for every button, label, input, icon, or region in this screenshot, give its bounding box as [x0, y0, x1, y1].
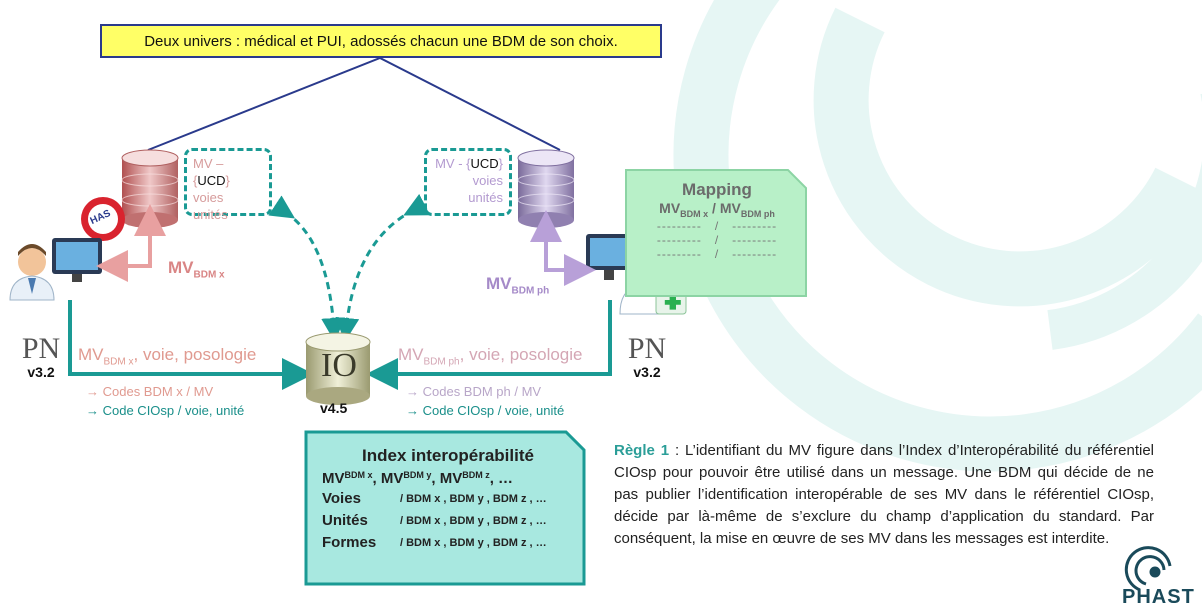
rule-text: : L’identifiant du MV figure dans l’Inde…	[614, 442, 1154, 547]
right-flow-rest: , voie, posologie	[459, 345, 583, 364]
left-box-unites: unités	[193, 207, 228, 222]
right-mv-main: MV	[486, 274, 512, 293]
left-flow-sub: BDM x	[103, 356, 134, 368]
index-row-label: Unités	[322, 512, 368, 529]
dashed-arrow-right-box-to-cio	[335, 193, 431, 342]
mapping-h-sep: /	[708, 200, 720, 216]
arrow-db-to-pharmacist	[544, 230, 596, 286]
title-banner: Deux univers : médical et PUI, adossés c…	[100, 24, 662, 58]
phast-logo-icon	[1124, 546, 1172, 592]
cio-database-icon	[305, 332, 371, 405]
index-row-value: / BDM x , BDM y , BDM z , …	[400, 493, 547, 505]
right-box-unites: unités	[468, 190, 503, 205]
mapping-row: --------- / ---------	[656, 218, 778, 233]
rule-paragraph: Règle 1 : L’identifiant du MV figure dan…	[614, 440, 1154, 550]
right-flow-line2: → Code CIOsp / voie, unité	[406, 403, 565, 418]
index-row: Unités / BDM x , BDM y , BDM z , …	[322, 512, 574, 531]
mapping-row: --------- / ---------	[656, 232, 778, 247]
pn-logo-left: PN v3.2	[16, 332, 66, 381]
right-box-voies: voies	[472, 173, 503, 188]
right-flow-message: MVBDM ph, voie, posologie	[398, 345, 583, 367]
flow-arrow-right	[366, 300, 612, 390]
mapping-h-main2: MV	[719, 200, 741, 216]
left-box-ucd: UCD	[197, 173, 226, 188]
mapping-h-sub1: BDM x	[680, 208, 709, 219]
mapping-content: Mapping MVBDM x / MVBDM ph --------- / -…	[632, 180, 802, 261]
index-mv-m1: MV	[322, 470, 345, 487]
mapping-h-main1: MV	[659, 200, 681, 216]
right-scope-box: MV - {UCD} voies unités	[424, 148, 512, 216]
right-flow-main: MV	[398, 345, 424, 364]
phast-logo-text: PHAST	[1122, 586, 1195, 608]
flow-arrow-left	[68, 300, 314, 390]
right-mv-label: MVBDM ph	[486, 274, 549, 296]
pn-version-right: v3.2	[633, 364, 661, 380]
index-mv-m4: , …	[489, 470, 514, 487]
index-card	[304, 430, 586, 586]
background-spiral	[673, 0, 1202, 472]
title-connector	[147, 56, 561, 151]
pn-version-left: v3.2	[27, 364, 55, 380]
left-flow-rest: , voie, posologie	[133, 345, 257, 364]
mapping-card	[625, 169, 807, 297]
index-mv-s3: BDM z	[462, 470, 490, 480]
index-mv-m3: , MV	[431, 470, 463, 487]
left-box-suffix: }	[225, 173, 230, 188]
index-title: Index interopérabilité	[362, 446, 534, 465]
right-box-prefix: MV - {	[435, 156, 471, 171]
index-mv-s1: BDM x	[344, 470, 373, 480]
left-mv-main: MV	[168, 258, 194, 277]
index-row: Voies / BDM x , BDM y , BDM z , …	[322, 490, 574, 509]
index-row-value: / BDM x , BDM y , BDM z , …	[400, 537, 547, 549]
right-flow-line1: → Codes BDM ph / MV	[406, 384, 542, 399]
pn-logo-right-text: PN	[627, 332, 667, 365]
mapping-row: --------- / ---------	[656, 246, 778, 261]
arrow-db-to-doctor	[96, 228, 152, 282]
mapping-h-sub2: BDM ph	[740, 208, 775, 219]
right-mv-sub: BDM ph	[511, 285, 550, 297]
right-box-ucd: UCD	[470, 156, 499, 171]
left-flow-main: MV	[78, 345, 104, 364]
left-flow-message: MVBDM x, voie, posologie	[78, 345, 256, 367]
index-row-label: Voies	[322, 490, 361, 507]
index-row-value: / BDM x , BDM y , BDM z , …	[400, 515, 547, 527]
left-box-prefix: MV – {	[193, 156, 224, 188]
dashed-arrow-left-box-to-cio	[268, 195, 346, 342]
right-flow-sub: BDM ph	[423, 356, 460, 368]
pn-logo-right: PN v3.2	[622, 332, 672, 381]
doctor-at-computer-icon	[9, 238, 102, 301]
left-box-voies: voies	[193, 190, 224, 205]
left-flow-line2: → Code CIOsp / voie, unité	[86, 403, 245, 418]
cio-logo-text: IO	[321, 347, 357, 384]
mapping-title: Mapping	[682, 180, 752, 199]
left-flow-line1: → Codes BDM x / MV	[86, 384, 214, 399]
right-box-suffix: }	[498, 156, 503, 171]
database-icon-right	[517, 149, 575, 228]
index-mv-s2: BDM y	[403, 470, 432, 480]
left-scope-box: MV – {UCD} voies unités	[184, 148, 272, 222]
database-icon-left	[121, 149, 179, 228]
mapping-header: MVBDM x / MVBDM ph	[632, 200, 802, 219]
index-row-label: Formes	[322, 534, 377, 551]
pn-logo-left-text: PN	[21, 332, 61, 365]
cio-version: v4.5	[320, 400, 348, 416]
left-mv-sub: BDM x	[193, 269, 225, 281]
index-row: Formes / BDM x , BDM y , BDM z , …	[322, 534, 574, 553]
index-mv-m2: , MV	[372, 470, 404, 487]
rule-keyword: Règle 1	[614, 442, 670, 459]
left-mv-label: MVBDM x	[168, 258, 225, 280]
has-logo-icon	[81, 197, 125, 241]
